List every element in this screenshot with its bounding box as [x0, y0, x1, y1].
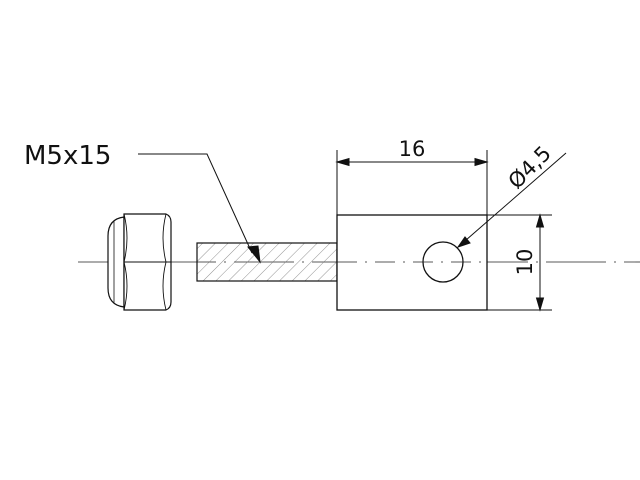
body-block [336, 214, 488, 311]
threaded-stud [196, 242, 338, 282]
diameter-leader [456, 152, 567, 248]
length-dimension-line [335, 150, 489, 215]
lock-nut [107, 213, 172, 311]
thread-label: M5x15 [24, 141, 111, 171]
height-dimension-text: 10 [513, 249, 537, 276]
diameter-dimension-text: Ø4,5 [504, 141, 556, 193]
length-dimension-text: 16 [399, 137, 426, 161]
height-dimension-line [487, 213, 552, 312]
thread-leader [138, 153, 261, 264]
